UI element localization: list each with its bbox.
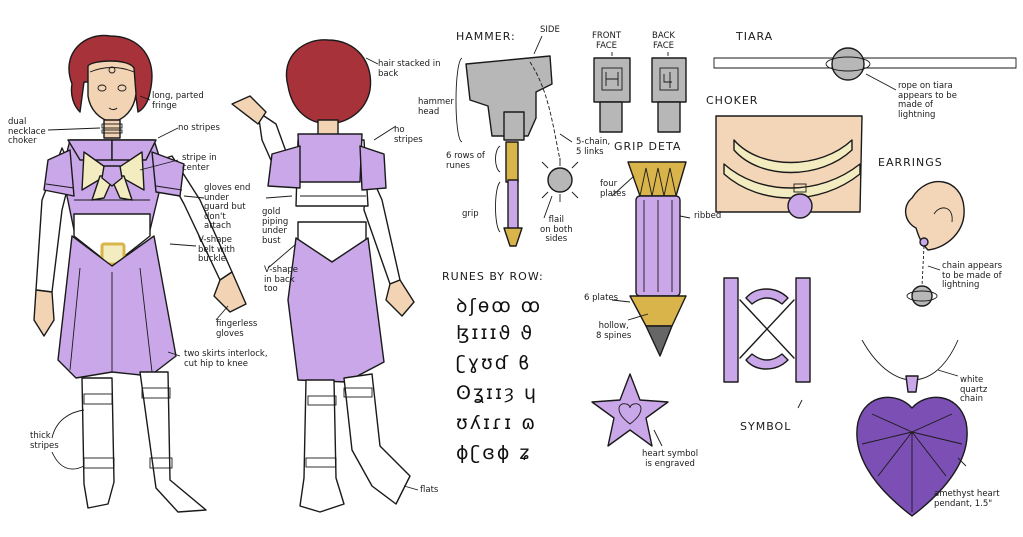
hammer-side-label: SIDE [540, 25, 560, 35]
vshape-back-note: V-shape in back too [264, 265, 299, 294]
no-stripes-front-note: no stripes [178, 123, 220, 133]
rune-row-1: ꝺʃѳꝏ ︎ꝏ [456, 295, 543, 317]
earrings-heading: EARRINGS [878, 156, 943, 169]
no-stripes-back-note: no stripes [394, 125, 423, 145]
hammer-flail-label: flail on both sides [540, 215, 573, 244]
tiara-note: rope on tiara appears to be made of ligh… [898, 81, 957, 120]
skirts-note: two skirts interlock, cut hip to knee [184, 349, 268, 369]
fringe-note: long, parted fringe [152, 91, 204, 111]
hammer-drawing [455, 35, 687, 247]
hair-back-note: hair stacked in back [378, 59, 441, 79]
heart-symbol-note: heart symbol is engraved [642, 449, 699, 469]
belt-note: V-shape belt with buckle [198, 235, 236, 264]
hammer-front-face-label: FRONT FACE [592, 31, 622, 51]
tiara-heading: TIARA [736, 30, 774, 43]
gold-piping-note: gold piping under bust [262, 207, 289, 246]
symbol-heading: SYMBOL [740, 420, 792, 433]
hammer-grip-label: grip [462, 209, 479, 219]
rune-row-6: ɸʗɞɸ ʑ [456, 442, 532, 464]
runes-heading: RUNES BY ROW: [442, 270, 544, 283]
pendant-note: amethyst heart pendant, 1.5" [934, 489, 1000, 509]
rune-row-5: ʊʎɪɾɪ ɷ [456, 412, 538, 434]
rune-row-3: ʗɣʊɗ ϐ [456, 352, 532, 374]
grip-detail-drawing [611, 161, 691, 357]
tiara-drawing [713, 47, 1017, 91]
gloves-end-note: gloves end under guard but don't attach [204, 183, 251, 231]
rune-row-4: ʘʓɪɪȝ ɥ [456, 382, 539, 404]
grip-four-plates-label: four plates [600, 179, 626, 199]
choker-drawing [715, 115, 863, 219]
thick-stripes-note: thick stripes [30, 431, 59, 451]
rune-row-2: ɮɪɪɪϑ ϑ [456, 322, 535, 344]
hammer-chain-label: 5-chain, 5 links [576, 137, 611, 157]
symbol-drawing [723, 277, 811, 409]
stripe-center-note: stripe in center [182, 153, 217, 173]
hammer-back-face-label: BACK FACE [652, 31, 676, 51]
earring-drawing [905, 180, 965, 307]
grip-hollow-label: hollow, 8 spines [596, 321, 632, 341]
choker-heading: CHOKER [706, 94, 759, 107]
front-figure [33, 34, 247, 513]
pendant-chain-note: white quartz chain [960, 375, 988, 404]
flats-note: flats [420, 485, 439, 495]
figure-annotation-arrows [47, 57, 419, 491]
earrings-note: chain appears to be made of lightning [942, 261, 1003, 290]
grip-detail-heading: GRIP DETA [614, 140, 682, 153]
hammer-rows-label: 6 rows of runes [446, 151, 485, 171]
heart-star-engraving [591, 373, 669, 447]
grip-ribbed-label: ribbed [694, 211, 722, 221]
necklace-note: dual necklace choker [8, 117, 46, 146]
back-figure [231, 39, 415, 513]
hammer-head-label: hammer head [418, 97, 454, 117]
hammer-heading: HAMMER: [456, 30, 516, 43]
fingerless-gloves-note: fingerless gloves [216, 319, 258, 339]
heart-pendant-drawing [856, 339, 968, 517]
grip-six-plates-label: 6 plates [584, 293, 619, 303]
